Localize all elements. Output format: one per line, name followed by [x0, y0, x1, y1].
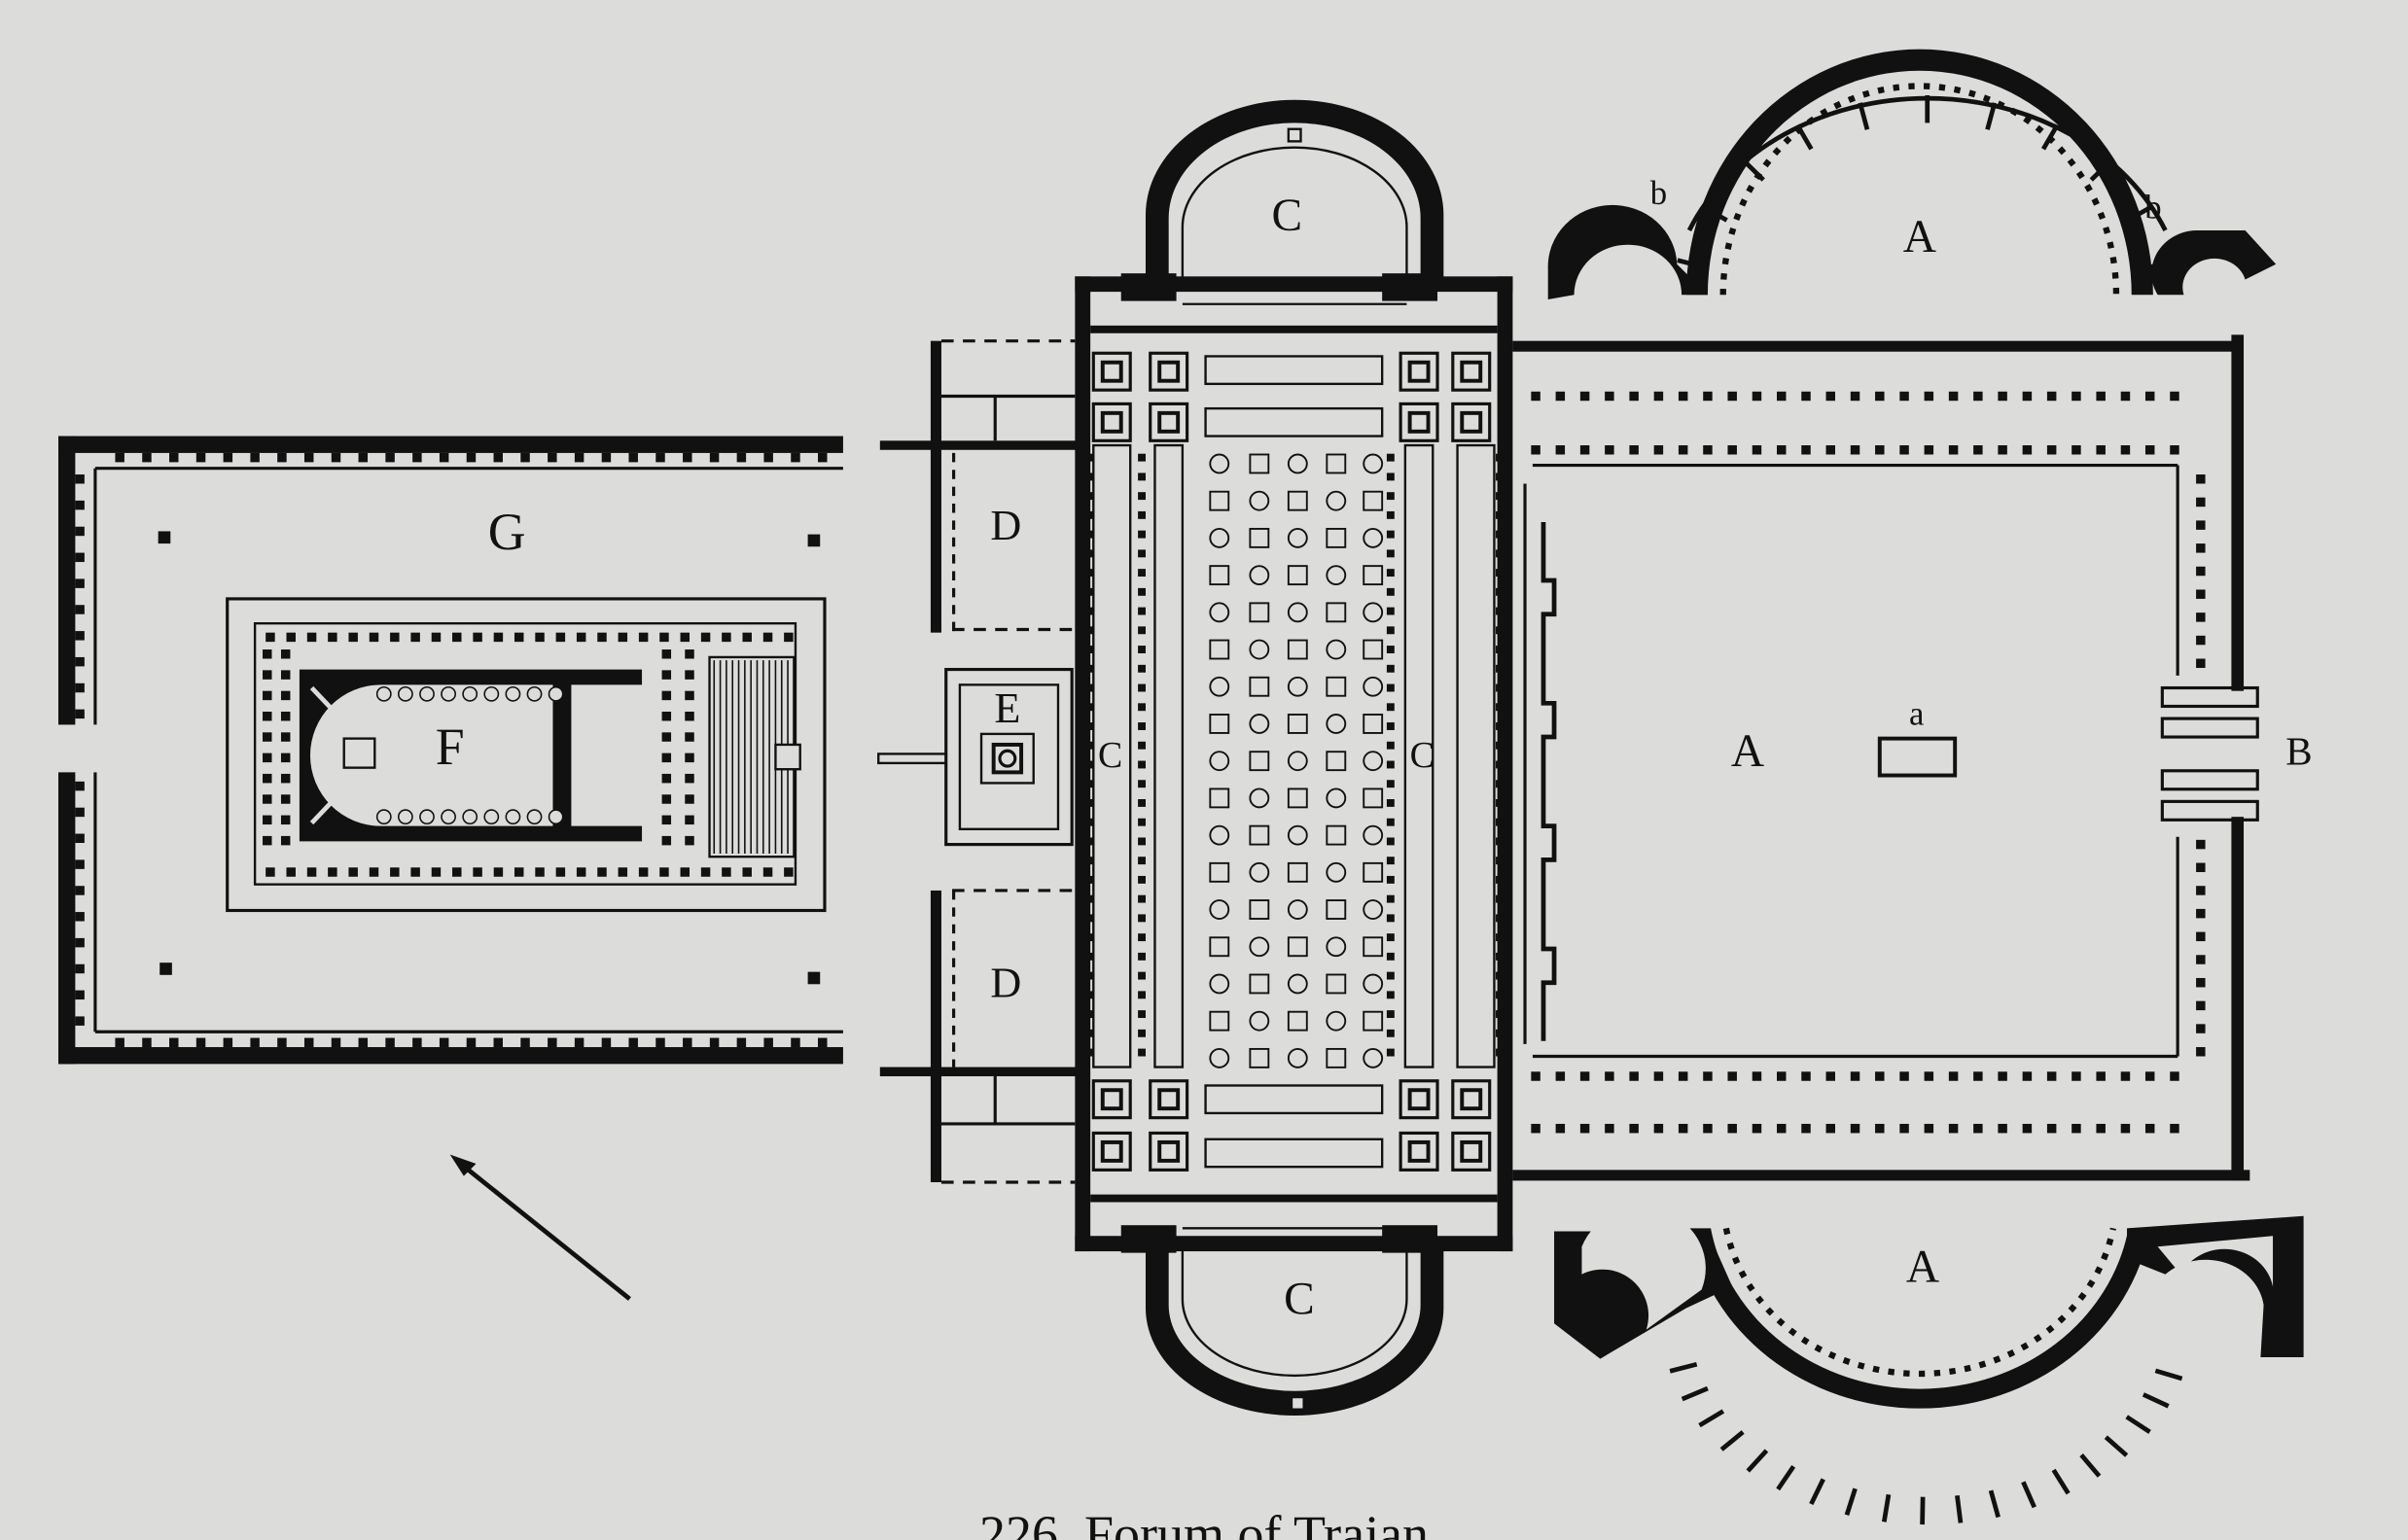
exedrae [1547, 49, 2304, 1525]
nave-floor-grid [1209, 453, 1384, 1068]
forum-square-a [1512, 334, 2259, 1181]
basilica-piers [1085, 351, 1504, 1172]
label-B: B [2285, 728, 2312, 773]
temple-peristyle [263, 632, 794, 877]
entrance-arch-b [2160, 685, 2259, 822]
basilica-aisles [1092, 355, 1496, 1169]
temple-steps [713, 660, 789, 855]
label-b-right: b [2144, 188, 2161, 226]
basilica-apses-c [1120, 99, 1444, 1417]
label-D-south: D [990, 960, 1021, 1007]
equestrian-statue-base [1877, 736, 1958, 778]
cella-columns [375, 685, 564, 825]
label-C-north: C [1271, 191, 1302, 241]
label-A-south: A [1906, 1242, 1939, 1292]
label-b-left: b [1650, 174, 1667, 212]
label-E: E [994, 684, 1020, 732]
label-C-south: C [1284, 1275, 1315, 1325]
label-a: a [1909, 694, 1924, 732]
plan-labels: A A A a b b B C C C C D D E F G [436, 174, 2313, 1324]
forum-colonnades [1531, 391, 2206, 1134]
label-F: F [436, 718, 465, 776]
temple-of-trajan-f [226, 597, 827, 913]
label-D-north: D [990, 502, 1021, 549]
label-C-east: C [1410, 735, 1434, 776]
label-G: G [488, 503, 526, 561]
basilica-ulpia [1075, 276, 1513, 1252]
figure-caption: 226. Forum of Trajan [978, 1505, 1430, 1540]
north-arrow [449, 1154, 631, 1301]
libraries-and-column-court [877, 339, 1080, 1184]
label-A-north: A [1903, 212, 1936, 262]
precinct-colonnade [75, 452, 828, 1048]
label-A-center: A [1731, 726, 1764, 777]
label-C-west: C [1098, 735, 1122, 776]
temple-precinct-court-g [58, 436, 843, 1065]
